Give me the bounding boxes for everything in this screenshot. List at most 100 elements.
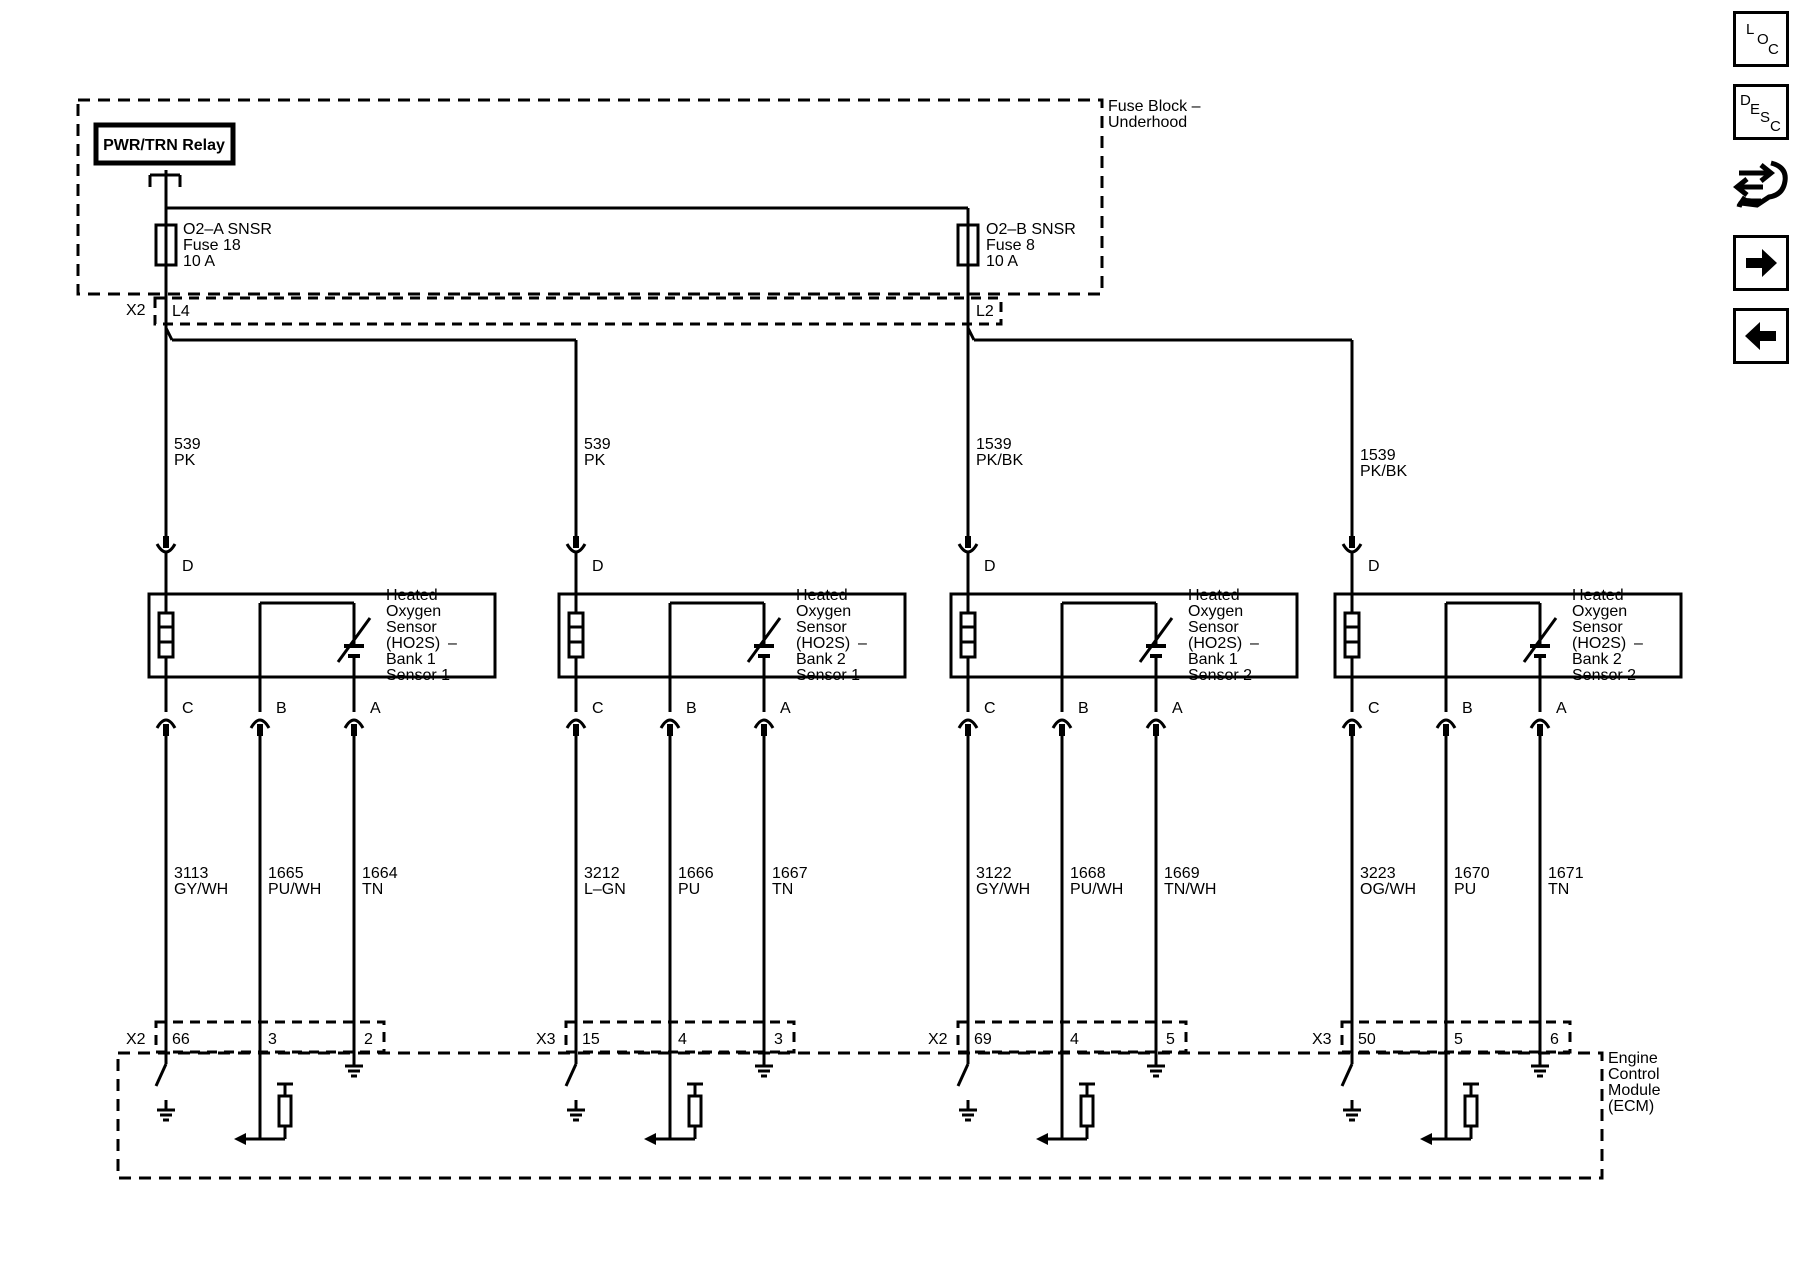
feed-circuit-number: 539	[584, 436, 611, 453]
pin-d-label: D	[592, 558, 604, 575]
sensor-title-line-5: Bank 2	[1572, 651, 1622, 668]
sensor-title-line-3: Sensor	[1188, 619, 1239, 636]
feed-wire-color: PK	[584, 452, 606, 469]
ecm-connector-id: X2	[126, 1031, 146, 1048]
sensor-title-dash: –	[858, 635, 867, 652]
pin-c-terminal	[155, 718, 177, 729]
fuse-block-connector-id: X2	[126, 302, 146, 319]
fuse-block-outline	[76, 98, 1104, 296]
pin-a-terminal	[1529, 718, 1551, 729]
pullup-resistor	[277, 1094, 293, 1128]
pin-a-terminal	[343, 718, 365, 729]
arrow-right-icon	[1746, 249, 1777, 277]
pullup-resistor	[1463, 1094, 1479, 1128]
previous-page-button[interactable]	[1733, 308, 1789, 364]
sensor-title-line-6: Sensor 1	[386, 667, 450, 684]
wire-color: TN	[772, 881, 793, 898]
ecm-connector	[154, 1020, 386, 1054]
fuse-b-rating: 10 A	[986, 253, 1018, 270]
wire-circuit-number: 1666	[678, 865, 714, 882]
wire-color: GY/WH	[174, 881, 228, 898]
ecm-pin: 4	[1070, 1031, 1079, 1048]
pin-c-terminal	[565, 718, 587, 729]
sensor-title-line-1: Heated	[1188, 587, 1240, 604]
pullup-resistor	[1079, 1094, 1095, 1128]
feed-wire-color: PK	[174, 452, 196, 469]
sensor-body	[1333, 592, 1683, 679]
ecm-pin: 2	[364, 1031, 373, 1048]
fuse-a-number: Fuse 18	[183, 237, 241, 254]
sensor-body	[557, 592, 907, 679]
feed-circuit-number: 1539	[1360, 447, 1396, 464]
relay-label: PWR/TRN Relay	[103, 137, 225, 154]
pin-a-terminal	[753, 718, 775, 729]
signal-arrow-icon	[234, 1133, 246, 1145]
feed-circuit-number: 1539	[976, 436, 1012, 453]
description-letter-e: E	[1750, 101, 1760, 118]
sensor-title-line-3: Sensor	[386, 619, 437, 636]
connector-views-button[interactable]	[1733, 155, 1789, 217]
description-button[interactable]: D E S C	[1733, 84, 1789, 140]
sensor-title-line-4: (HO2S)	[386, 635, 440, 652]
ecm-outline	[116, 1051, 1604, 1180]
wire-circuit-number: 1670	[1454, 865, 1490, 882]
fuse-a-name: O2–A SNSR	[183, 221, 272, 238]
wire-circuit-number: 1668	[1070, 865, 1106, 882]
ecm-pin: 66	[172, 1031, 190, 1048]
next-page-button[interactable]	[1733, 235, 1789, 291]
pin-c-label: C	[592, 700, 604, 717]
fuse-block-label-line1: Fuse Block –	[1108, 98, 1201, 115]
connector-harness-icon	[1733, 160, 1788, 208]
wire-color: PU/WH	[268, 881, 321, 898]
ecm-pin: 3	[774, 1031, 783, 1048]
ecm-connector-id: X3	[1312, 1031, 1332, 1048]
sensor-title-line-5: Bank 1	[386, 651, 436, 668]
sensor-title-line-4: (HO2S)	[1572, 635, 1626, 652]
pin-a-label: A	[1556, 700, 1567, 717]
ecm-connector-id: X3	[536, 1031, 556, 1048]
description-letter-d: D	[1740, 92, 1751, 109]
wire-circuit-number: 3122	[976, 865, 1012, 882]
pin-b-terminal	[249, 718, 271, 729]
wire-color: L–GN	[584, 881, 626, 898]
heater-element	[959, 611, 977, 659]
sensor-title-line-4: (HO2S)	[1188, 635, 1242, 652]
heater-element	[1343, 611, 1361, 659]
pin-a-label: A	[1172, 700, 1183, 717]
feed-circuit-number: 539	[174, 436, 201, 453]
pin-c-label: C	[984, 700, 996, 717]
pin-a-label: A	[780, 700, 791, 717]
sensor-title-line-2: Oxygen	[386, 603, 441, 620]
sensor-title-line-2: Oxygen	[1572, 603, 1627, 620]
location-button[interactable]: L O C	[1733, 11, 1789, 67]
sensor-title-line-6: Sensor 1	[796, 667, 860, 684]
location-letter-c: C	[1768, 41, 1779, 58]
fuse-pin-l4: L4	[172, 303, 190, 320]
pin-a-terminal	[1145, 718, 1167, 729]
wire-circuit-number: 3223	[1360, 865, 1396, 882]
wire-circuit-number: 1671	[1548, 865, 1584, 882]
wire-color: TN	[362, 881, 383, 898]
sensor-title-line-2: Oxygen	[1188, 603, 1243, 620]
sensor-body	[949, 592, 1299, 679]
sensor-title-line-4: (HO2S)	[796, 635, 850, 652]
ecm-pin: 6	[1550, 1031, 1559, 1048]
pin-a-label: A	[370, 700, 381, 717]
ecm-label-line3: Module	[1608, 1082, 1661, 1099]
pin-d-label: D	[182, 558, 194, 575]
signal-arrow-icon	[644, 1133, 656, 1145]
sensor-title-line-1: Heated	[386, 587, 438, 604]
heater-element	[157, 611, 175, 659]
sensor-title-line-3: Sensor	[1572, 619, 1623, 636]
feed-wire-color: PK/BK	[976, 452, 1023, 469]
description-letter-c: C	[1770, 118, 1781, 135]
ecm-connector-id: X2	[928, 1031, 948, 1048]
pin-b-label: B	[1078, 700, 1089, 717]
pin-b-label: B	[686, 700, 697, 717]
wire-circuit-number: 3113	[174, 865, 209, 882]
sensor-title-line-5: Bank 1	[1188, 651, 1238, 668]
heater-element	[567, 611, 585, 659]
sensor-title-line-1: Heated	[796, 587, 848, 604]
